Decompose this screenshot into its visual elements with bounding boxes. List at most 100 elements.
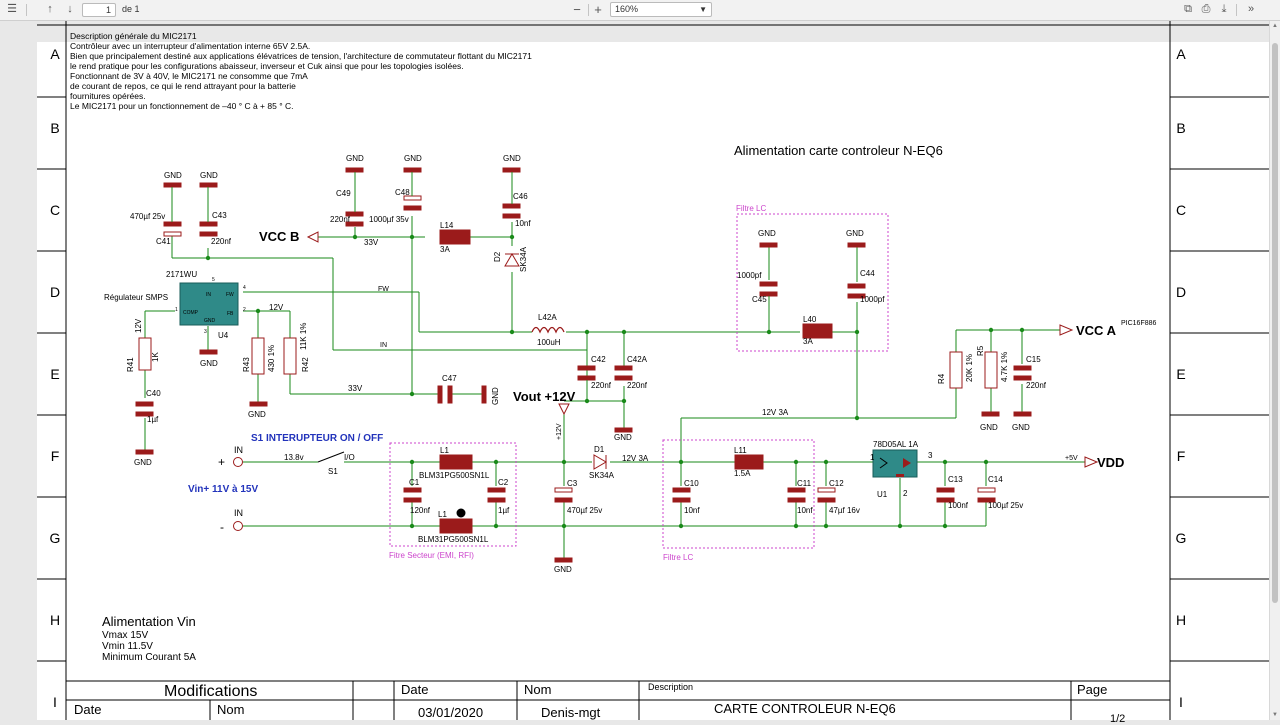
c42a-label: 220nf <box>627 381 648 390</box>
c43-label: 220nf <box>211 237 232 246</box>
toolbar-divider <box>588 4 589 16</box>
gnd-symbol <box>554 557 573 563</box>
l11-label: 1.5A <box>734 469 751 478</box>
net-label: FW <box>378 286 389 293</box>
vout-label: Vout +12V <box>513 389 576 404</box>
c48-label: 1000µf 35v <box>369 215 409 224</box>
row-label: H <box>1176 612 1186 628</box>
schematic-page <box>37 42 1270 720</box>
c15-label: 220nf <box>1026 381 1047 390</box>
svg-text:GND: GND <box>204 318 216 324</box>
l1b-label: L1 <box>438 510 447 519</box>
inductor-L40 <box>802 323 833 339</box>
pin-number: 5 <box>212 277 215 283</box>
description-block: Description générale du MIC2171Contrôleu… <box>70 31 532 111</box>
c14-label: 100µf 25v <box>988 501 1023 510</box>
switch-title: S1 INTERUPTEUR ON / OFF <box>251 433 383 444</box>
svg-text:FW: FW <box>226 292 234 298</box>
gnd-label: GND <box>346 154 364 163</box>
r5-value: 4.7K 1% <box>1000 352 1009 382</box>
c40-label: 1µf <box>147 415 159 424</box>
gnd-label: GND <box>554 565 572 574</box>
page-number-input[interactable]: 1 <box>82 3 116 17</box>
net-label: 33V <box>364 238 379 247</box>
r43-value: 430 1% <box>267 345 276 372</box>
download-icon[interactable]: ⤓ <box>1221 3 1227 15</box>
scroll-down-icon[interactable]: ▼ <box>1272 712 1278 718</box>
presentation-mode-icon[interactable]: ⧉ <box>1184 3 1192 15</box>
c1-label: C1 <box>409 478 420 487</box>
l14-label: L14 <box>440 221 454 230</box>
pin-number: 2 <box>243 307 246 313</box>
scroll-up-icon[interactable]: ▲ <box>1272 23 1278 29</box>
gnd-symbol <box>759 242 778 248</box>
title-block-lines <box>65 681 1170 720</box>
c43-label: C43 <box>212 211 227 220</box>
gnd-label: GND <box>248 410 266 419</box>
zoom-out-icon[interactable]: − <box>573 2 581 17</box>
gnd-label: GND <box>134 458 152 467</box>
inductor-L11 <box>734 454 764 470</box>
svg-text:COMP: COMP <box>183 310 199 316</box>
net-label: 33V <box>348 384 363 393</box>
pin-number: 1 <box>870 453 875 462</box>
u4-ref: U4 <box>218 331 229 340</box>
c12-label: 47µf 16v <box>829 506 860 515</box>
row-label: B <box>50 120 59 136</box>
gnd-label: GND <box>503 154 521 163</box>
row-label: E <box>1176 366 1185 382</box>
r42-value: 11K 1% <box>299 323 308 350</box>
net-label: +12V <box>556 423 563 440</box>
c47-label: C47 <box>442 374 457 383</box>
c40-label: C40 <box>146 389 161 398</box>
c42-label: C42 <box>591 355 606 364</box>
next-page-icon[interactable]: ↓ <box>67 3 73 15</box>
description-line: de courant de repos, ce qui le rend attr… <box>70 81 296 91</box>
u4-name: 2171WU <box>166 270 197 279</box>
more-tools-icon[interactable]: » <box>1247 3 1255 15</box>
c46-label: 10nf <box>515 219 531 228</box>
c42-label: 220nf <box>591 381 612 390</box>
description-line: Le MIC2171 pour un fonctionnement de –40… <box>70 101 293 111</box>
r5-ref: R5 <box>976 345 985 356</box>
l42a-label: 100uH <box>537 338 561 347</box>
schematic-title: Alimentation carte controleur N-EQ6 <box>734 143 943 158</box>
row-label: B <box>1176 120 1185 136</box>
chevron-down-icon: ▼ <box>699 5 707 14</box>
r4-value: 20K 1% <box>965 354 974 382</box>
l14-label: 3A <box>440 245 450 254</box>
document-viewer[interactable] <box>0 21 1280 720</box>
print-icon[interactable]: ⎙ <box>1201 3 1211 15</box>
svg-text:IN: IN <box>206 292 211 298</box>
vcc-b-label: VCC B <box>259 229 299 244</box>
c41-label: C41 <box>156 237 171 246</box>
l11-label: L11 <box>734 446 747 455</box>
c14-label: C14 <box>988 475 1003 484</box>
description-line: Description générale du MIC2171 <box>70 31 197 41</box>
vin-label: Vin+ 11V à 15V <box>188 484 258 495</box>
previous-page-icon[interactable]: ↑ <box>47 3 53 15</box>
c44-label: 1000pf <box>860 295 885 304</box>
gnd-label: GND <box>846 229 864 238</box>
switch-ref: S1 <box>328 467 338 476</box>
scroll-thumb[interactable] <box>1272 43 1278 603</box>
ferrite-L1b <box>439 518 473 534</box>
toolbar-divider <box>26 4 27 16</box>
vertical-scrollbar[interactable]: ▲ ▼ <box>1269 21 1280 720</box>
zoom-select[interactable]: 160%▼ <box>610 2 712 17</box>
row-label: I <box>53 694 57 710</box>
gnd-label: GND <box>491 387 500 405</box>
regulator-u1 <box>872 449 918 478</box>
sidebar-toggle-icon[interactable]: ☰ <box>7 3 17 15</box>
row-label: E <box>50 366 59 382</box>
zoom-in-icon[interactable]: + <box>594 2 602 17</box>
plus-label: + <box>218 455 225 469</box>
c48-label: C48 <box>395 188 410 197</box>
u4-label: Régulateur SMPS <box>104 293 168 302</box>
c49-label: C49 <box>336 189 351 198</box>
gnd-symbol <box>163 182 182 188</box>
l40-label: 3A <box>803 337 813 346</box>
wires <box>144 216 1085 558</box>
